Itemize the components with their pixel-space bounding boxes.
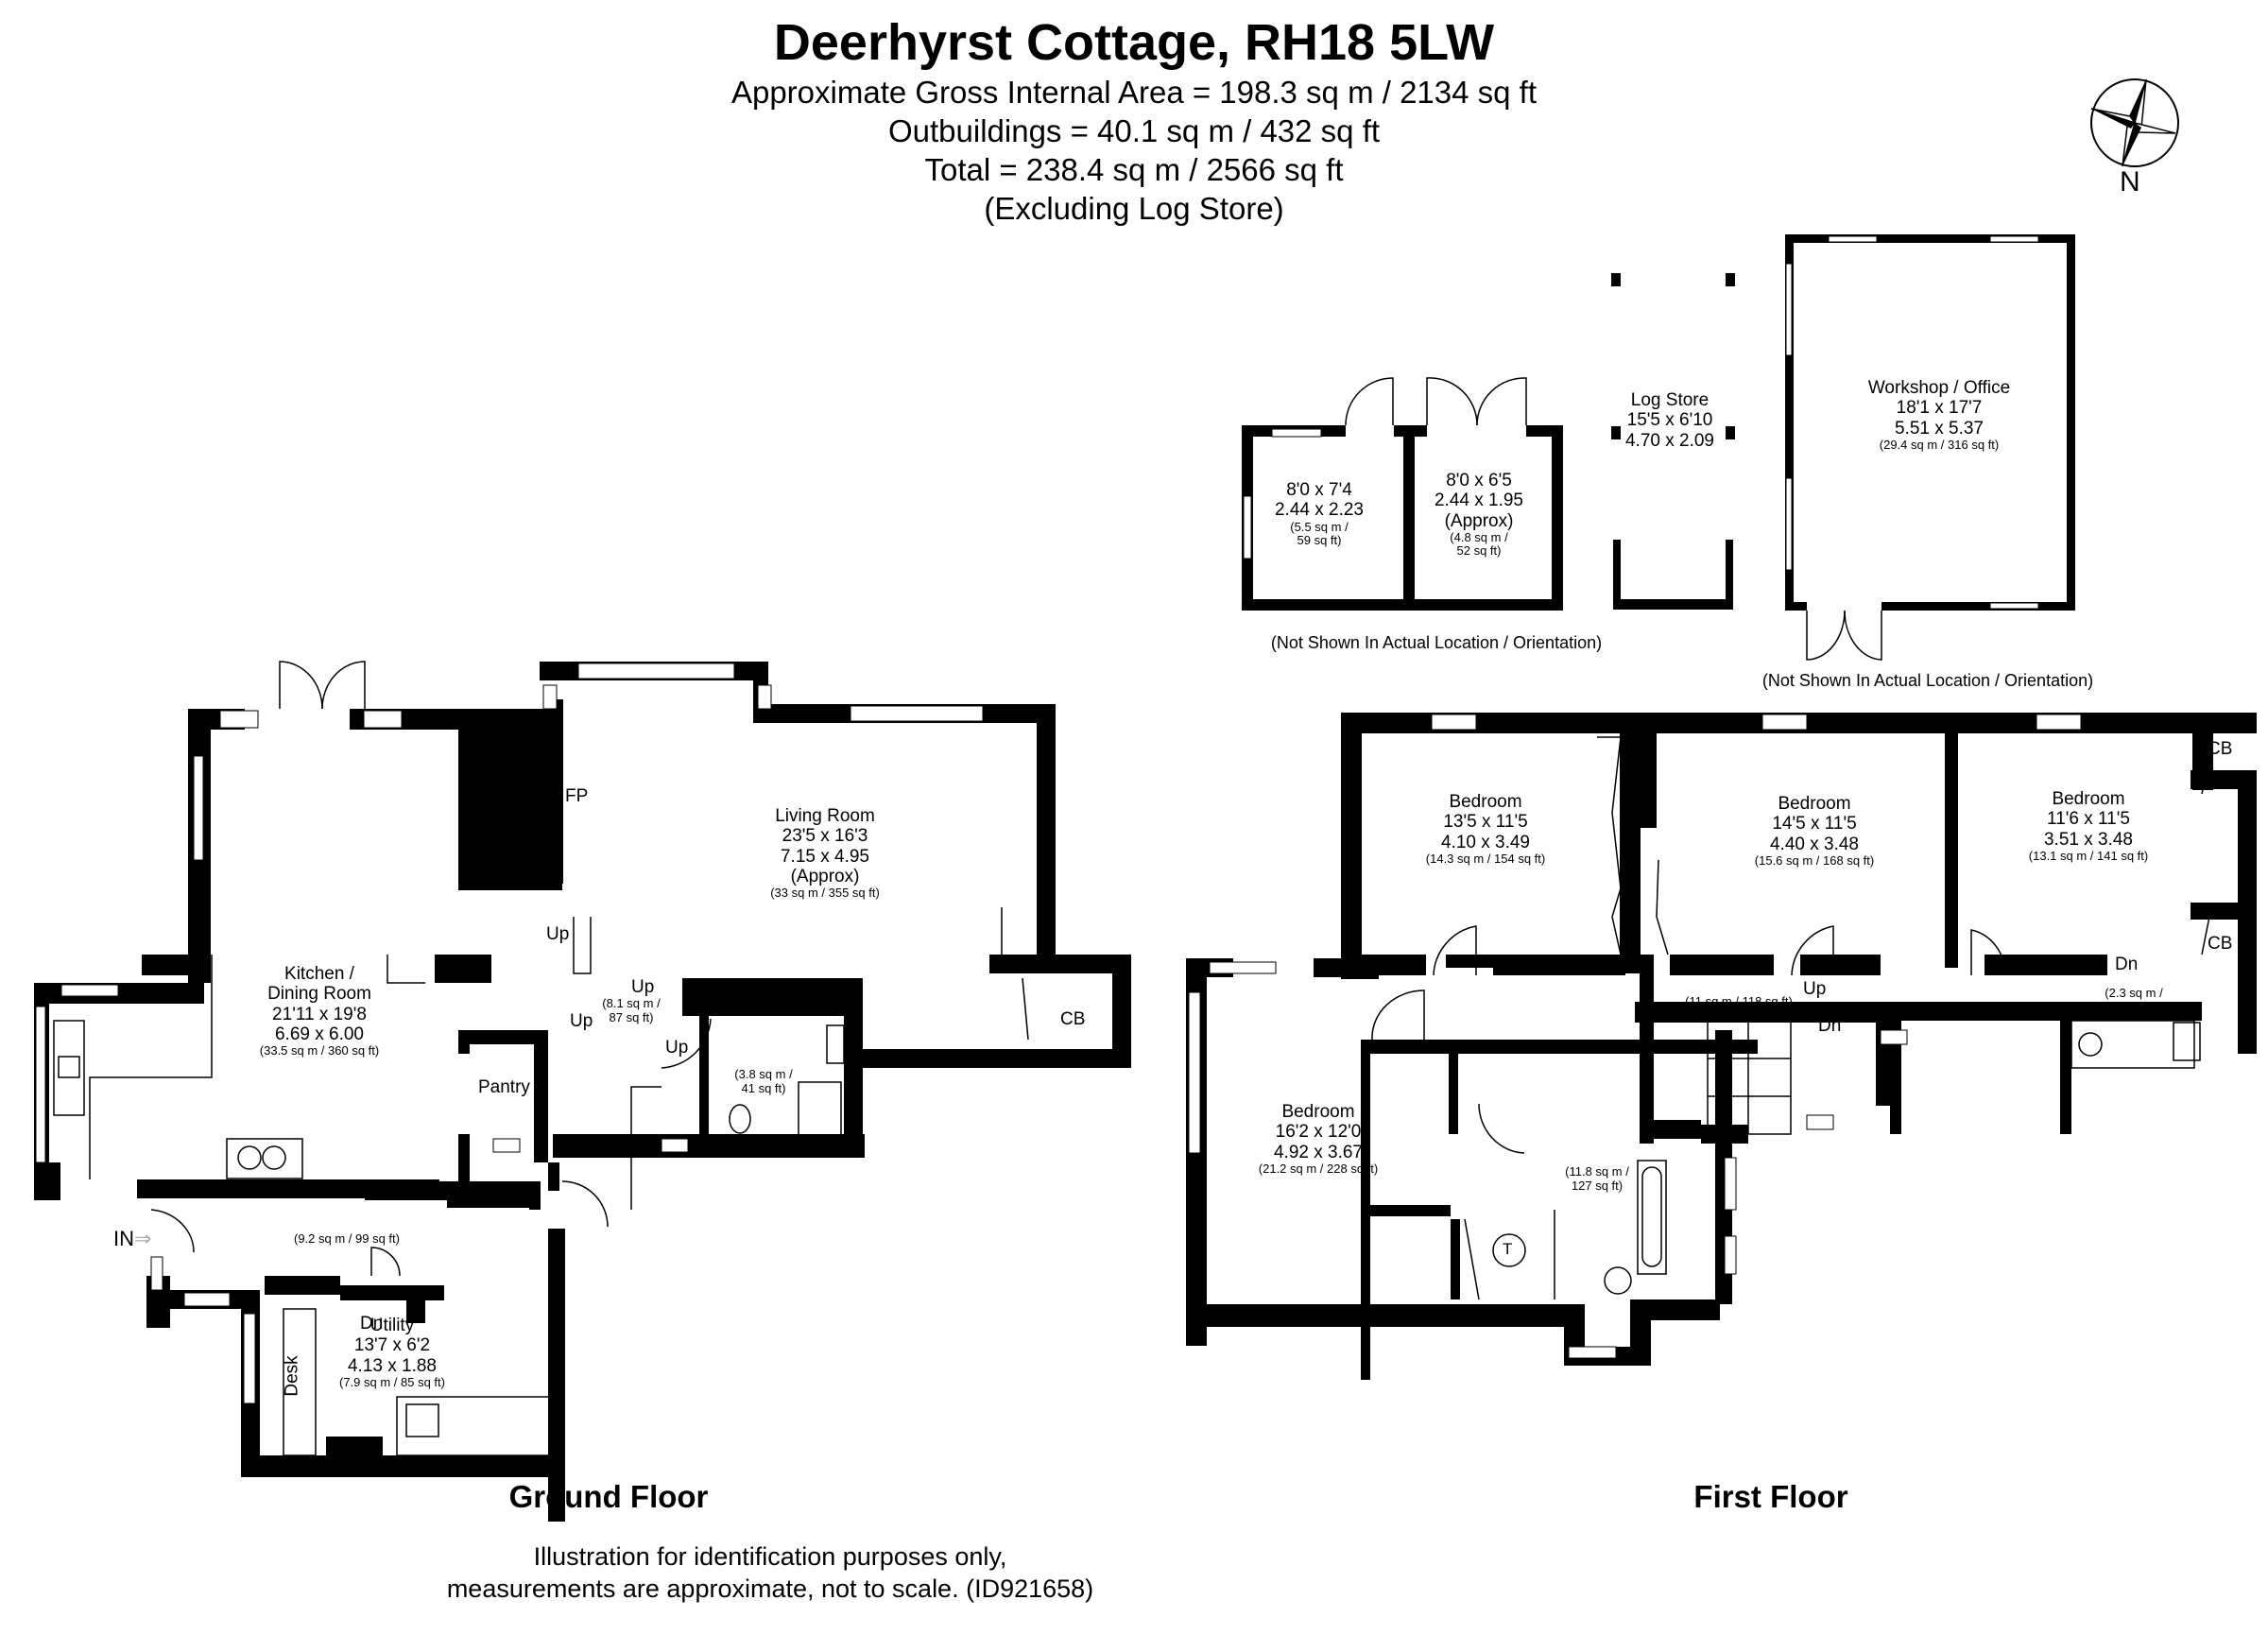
- stairs-up-label-2: Up: [631, 977, 655, 997]
- stairs-up-label-4: Up: [665, 1038, 689, 1058]
- workshop-location-note: (Not Shown In Actual Location / Orientat…: [1761, 671, 2094, 690]
- cupboard-label-1: CB: [2208, 739, 2233, 759]
- bathroom-area-label: (11.8 sq m / 127 sq ft): [1565, 1164, 1629, 1193]
- cupboard-label-2: CB: [2208, 934, 2233, 954]
- shower-room-area-label: (3.8 sq m / 41 sq ft): [734, 1067, 793, 1095]
- entrance-arrow-icon: ⇒: [134, 1227, 152, 1250]
- first-floor-windows: [1188, 714, 2082, 1359]
- log-store-label: Log Store 15'5 x 6'10 4.70 x 2.09: [1624, 390, 1715, 451]
- landing-area-label: (8.1 sq m / 87 sq ft): [602, 996, 661, 1024]
- shed-walls: [1242, 425, 1563, 611]
- fireplace-label: FP: [565, 786, 589, 806]
- shed1-label: 8'0 x 7'4 2.44 x 2.23 (5.5 sq m / 59 sq …: [1274, 480, 1365, 548]
- desk-label: Desk: [282, 1355, 302, 1397]
- stairs-up-label-3: Up: [570, 1011, 593, 1031]
- total-area: Total = 238.4 sq m / 2566 sq ft: [924, 152, 1344, 187]
- hall-area-label: (9.2 sq m / 99 sq ft): [294, 1231, 400, 1246]
- gross-internal-area: Approximate Gross Internal Area = 198.3 …: [730, 75, 1538, 110]
- first-floor-walls: [1186, 713, 2257, 1380]
- workshop-label: Workshop / Office 18'1 x 17'7 5.51 x 5.3…: [1867, 378, 2011, 452]
- first-floor-fixtures: [1371, 736, 2212, 1300]
- sheds-location-note: (Not Shown In Actual Location / Orientat…: [1270, 633, 1603, 652]
- ensuite-area-label: (2.3 sq m / 25 sq ft): [2105, 986, 2163, 1014]
- bedroom2-label: Bedroom 14'5 x 11'5 4.40 x 3.48 (15.6 sq…: [1754, 794, 1875, 868]
- cupboard-label: CB: [1060, 1009, 1086, 1029]
- page-title: Deerhyrst Cottage, RH18 5LW: [773, 14, 1495, 71]
- stairs-down-label-1: Dn: [1818, 1016, 1842, 1036]
- entrance-label: IN⇒: [113, 1227, 152, 1250]
- outbuildings-area: Outbuildings = 40.1 sq m / 432 sq ft: [887, 113, 1381, 148]
- bedroom3-label: Bedroom 11'6 x 11'5 3.51 x 3.48 (13.1 sq…: [2028, 789, 2149, 863]
- landing-area-label: (11 sq m / 118 sq ft): [1685, 994, 1793, 1008]
- disclaimer: Illustration for identification purposes…: [446, 1542, 1094, 1603]
- stairs-up-label-1: Up: [546, 924, 570, 944]
- log-store-posts: [1611, 273, 1735, 610]
- pantry-label: Pantry: [478, 1077, 530, 1097]
- bedroom1-label: Bedroom 13'5 x 11'5 4.10 x 3.49 (14.3 sq…: [1425, 792, 1546, 866]
- exclusion-note: (Excluding Log Store): [984, 191, 1284, 226]
- ground-floor-title: Ground Floor: [508, 1479, 709, 1514]
- stairs-down-label: Dn: [360, 1314, 384, 1334]
- workshop-doors: [1806, 610, 1882, 661]
- kitchen-dining-label: Kitchen / Dining Room 21'11 x 19'8 6.69 …: [259, 964, 380, 1058]
- workshop-walls: [1785, 234, 2075, 611]
- shed-doors: [1345, 377, 1527, 426]
- first-floor-title: First Floor: [1693, 1479, 1848, 1514]
- stairs-up-label: Up: [1803, 979, 1827, 999]
- water-tank-label: T: [1503, 1240, 1513, 1258]
- shed2-label: 8'0 x 6'5 2.44 x 1.95 (Approx) (4.8 sq m…: [1434, 471, 1524, 559]
- ground-floor-windows: [35, 663, 984, 1404]
- bedroom4-label: Bedroom 16'2 x 12'0 4.92 x 3.67 (21.2 sq…: [1258, 1102, 1379, 1176]
- ground-floor-fixtures: [53, 661, 1029, 1456]
- compass-rose-icon: [2090, 78, 2179, 167]
- living-room-label: Living Room 23'5 x 16'3 7.15 x 4.95 (App…: [770, 806, 880, 901]
- stairs-down-label-2: Dn: [2115, 955, 2139, 974]
- compass-north-label: N: [2120, 166, 2140, 198]
- utility-label: Utility 13'7 x 6'2 4.13 x 1.88 (7.9 sq m…: [339, 1316, 445, 1389]
